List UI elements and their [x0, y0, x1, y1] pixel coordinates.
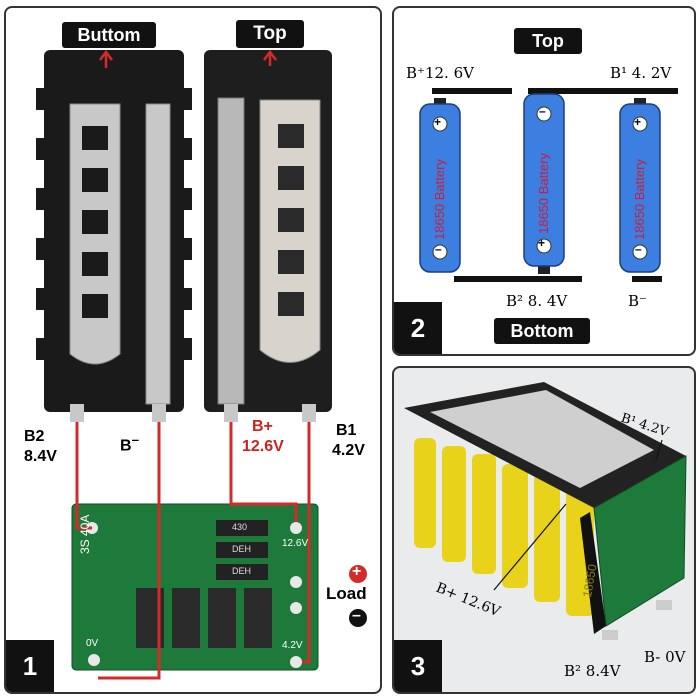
bar-bottom-center — [454, 276, 582, 282]
battery-1 — [419, 98, 461, 273]
arrow-up-bottom — [99, 49, 113, 68]
load-minus-symbol: – — [352, 607, 361, 624]
assembled-label-b2: B² 8.4V — [564, 662, 621, 680]
bar-top-right — [528, 88, 678, 94]
battery-2-minus-sign: – — [539, 104, 546, 118]
pointer-b-plus — [493, 503, 567, 591]
label-b-minus: B– — [120, 432, 139, 455]
pad-4v — [290, 656, 302, 668]
wire-tab-b-minus — [656, 600, 672, 610]
panel-3-drawing — [404, 382, 687, 640]
label-b2: B2 — [24, 428, 45, 445]
load-plus-icon — [349, 565, 367, 583]
label-top-pill: Top — [236, 20, 304, 48]
load-plus-symbol: + — [352, 563, 362, 580]
pcb-chip-label-2: DEH — [232, 566, 252, 576]
schematic-label-b-plus: B⁺12. 6V — [406, 64, 474, 82]
pcb-label-0v: 0V — [86, 638, 99, 649]
assembled-pcb — [593, 455, 687, 627]
panel-2-schematic: + – – + + – Top Bottom B⁺12. 6V B¹ 4. 2V… — [392, 6, 696, 356]
wire-b2 — [75, 422, 92, 530]
wire-b-minus — [98, 422, 161, 680]
battery-2 — [523, 93, 565, 274]
label-b-plus-voltage: 12.6V — [242, 438, 284, 455]
pcb-model-label: 3S 40A — [78, 514, 92, 554]
battery-1-minus-sign: – — [435, 242, 442, 256]
wire-b1 — [302, 422, 311, 664]
panel-number-2: 2 — [394, 302, 442, 354]
panel-number-3: 3 — [394, 640, 442, 692]
holder-side — [580, 512, 606, 634]
pointer-b1 — [655, 439, 663, 461]
schematic-bottom-pill: Bottom — [494, 318, 590, 344]
pcb-label-4v: 4.2V — [282, 640, 303, 651]
battery-3-label: 18650 Battery — [632, 159, 647, 240]
label-b2-voltage: 8.4V — [24, 448, 57, 465]
nickel-strip-b-minus — [145, 103, 171, 405]
pcb-resistor-label: 430 — [232, 522, 248, 532]
wires — [75, 422, 311, 680]
holder-bottom-tabs — [36, 88, 192, 360]
strip-b1-cutouts — [278, 124, 304, 316]
schematic-label-b2: B² 8. 4V — [506, 292, 568, 310]
tab-b1 — [302, 404, 316, 422]
battery-1-label: 18650 Battery — [432, 159, 447, 240]
bar-bottom-right — [632, 276, 662, 282]
holder-top-view — [204, 50, 332, 422]
schematic-label-b1: B¹ 4. 2V — [610, 64, 672, 82]
battery-3-plus-sign: + — [634, 115, 642, 129]
pcb-resistor-1 — [216, 520, 268, 536]
strip-b2-cutouts — [82, 126, 108, 318]
battery-2-label: 18650 Battery — [536, 153, 551, 234]
pad-load-plus — [290, 576, 302, 588]
panel-1-wiring-photo: Buttom Top B2 8.4V B– B+ 12.6V B1 4.2V L… — [4, 6, 382, 694]
battery-1-plus-sign: + — [434, 115, 442, 129]
label-b1: B1 — [336, 422, 357, 439]
assembled-label-b-minus: B- 0V — [644, 648, 686, 666]
tab-b2 — [70, 404, 84, 422]
panel-number-1: 1 — [6, 640, 54, 692]
bms-pcb — [71, 503, 319, 671]
pcb-chip-1 — [216, 542, 268, 558]
battery-3 — [619, 98, 661, 273]
assembled-nickel-strip — [430, 390, 654, 488]
tab-b-plus — [224, 404, 238, 422]
pad-load-minus — [290, 602, 302, 614]
pad-0v — [88, 654, 100, 666]
schematic-label-b-minus: B⁻ — [628, 292, 647, 310]
arrow-up-top — [263, 49, 277, 66]
panel-3-assembled-photo: B¹ 4.2V B+ 12.6V B² 8.4V B- 0V 18650 3 — [392, 366, 696, 694]
schematic-top-pill: Top — [514, 28, 582, 54]
battery-3-minus-sign: – — [635, 242, 642, 256]
bar-top-left — [432, 88, 512, 94]
label-b1-voltage: 4.2V — [332, 442, 365, 459]
panel-1-drawing — [36, 49, 367, 680]
pad-12v — [290, 522, 302, 534]
wire-b-plus — [229, 422, 298, 522]
panel-2-drawing — [419, 88, 678, 282]
load-minus-icon — [349, 609, 367, 627]
nickel-strip-b-plus — [217, 97, 245, 405]
pcb-label-12v: 12.6V — [282, 538, 309, 549]
pcb-chip-label-1: DEH — [232, 544, 252, 554]
label-b-plus: B+ — [252, 418, 273, 435]
label-load: Load — [326, 584, 367, 603]
wire-tab-b2 — [602, 630, 618, 640]
label-buttom-pill: Buttom — [62, 22, 156, 48]
pcb-chip-2 — [216, 564, 268, 580]
battery-2-plus-sign: + — [538, 236, 546, 250]
tab-b-minus — [152, 404, 166, 422]
holder-bottom-view — [36, 50, 192, 422]
